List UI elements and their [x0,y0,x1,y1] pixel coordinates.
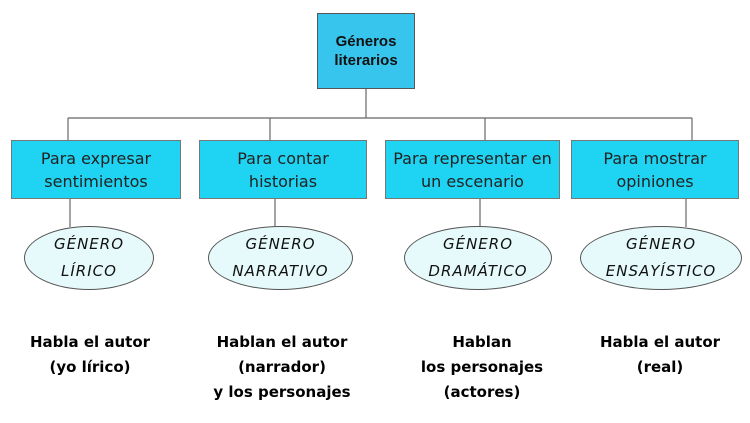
genre-label-line2: NARRATIVO [232,262,329,280]
purpose-box-lirico: Para expresar sentimientos [11,140,181,199]
description-line: Hablan [452,333,512,351]
purpose-text-line1: Para mostrar [603,148,707,168]
description-line: Hablan el autor [216,333,348,351]
description-line: (yo lírico) [49,358,131,376]
genre-ellipse-dramatico: GÉNERO DRAMÁTICO [404,226,552,290]
purpose-box-narrativo: Para contar historias [199,140,367,199]
root-node: Géneros literarios [317,13,415,89]
description-line: (narrador) [238,358,326,376]
description-line: Habla el autor [599,333,721,351]
description-ensayistico: Habla el autor (real) [570,330,750,380]
purpose-text-line2: historias [248,171,318,191]
genre-label-line2: DRAMÁTICO [428,262,528,280]
purpose-text-line2: sentimientos [44,171,148,191]
purpose-box-ensayistico: Para mostrar opiniones [571,140,739,199]
genre-ellipse-narrativo: GÉNERO NARRATIVO [208,226,353,290]
description-narrativo: Hablan el autor (narrador) y los persona… [192,330,372,405]
purpose-text-line2: opiniones [616,171,694,191]
genre-label-line2: LÍRICO [61,262,117,280]
description-lirico: Habla el autor (yo lírico) [0,330,180,380]
description-line: (real) [636,358,684,376]
root-title-line1: Géneros [335,33,397,50]
purpose-text-line1: Para expresar [40,148,152,168]
genre-label-line2: ENSAYÍSTICO [605,262,717,280]
description-line: Habla el autor [29,333,151,351]
genre-label-line1: GÉNERO [625,235,697,253]
description-line: y los personajes [213,383,351,401]
purpose-text-line2: un escenario [421,171,524,191]
genre-label-line1: GÉNERO [245,235,316,253]
genre-label-line1: GÉNERO [53,235,125,253]
genre-ellipse-lirico: GÉNERO LÍRICO [24,226,154,290]
purpose-text-line1: Para contar [237,148,329,168]
purpose-box-dramatico: Para representar en un escenario [385,140,560,199]
purpose-text-line1: Para representar en [393,148,552,168]
description-line: (actores) [443,383,521,401]
genre-ellipse-ensayistico: GÉNERO ENSAYÍSTICO [580,226,742,290]
description-dramatico: Hablan los personajes (actores) [392,330,572,405]
description-line: los personajes [420,358,544,376]
root-title-line2: literarios [334,52,398,69]
genre-label-line1: GÉNERO [442,235,514,253]
